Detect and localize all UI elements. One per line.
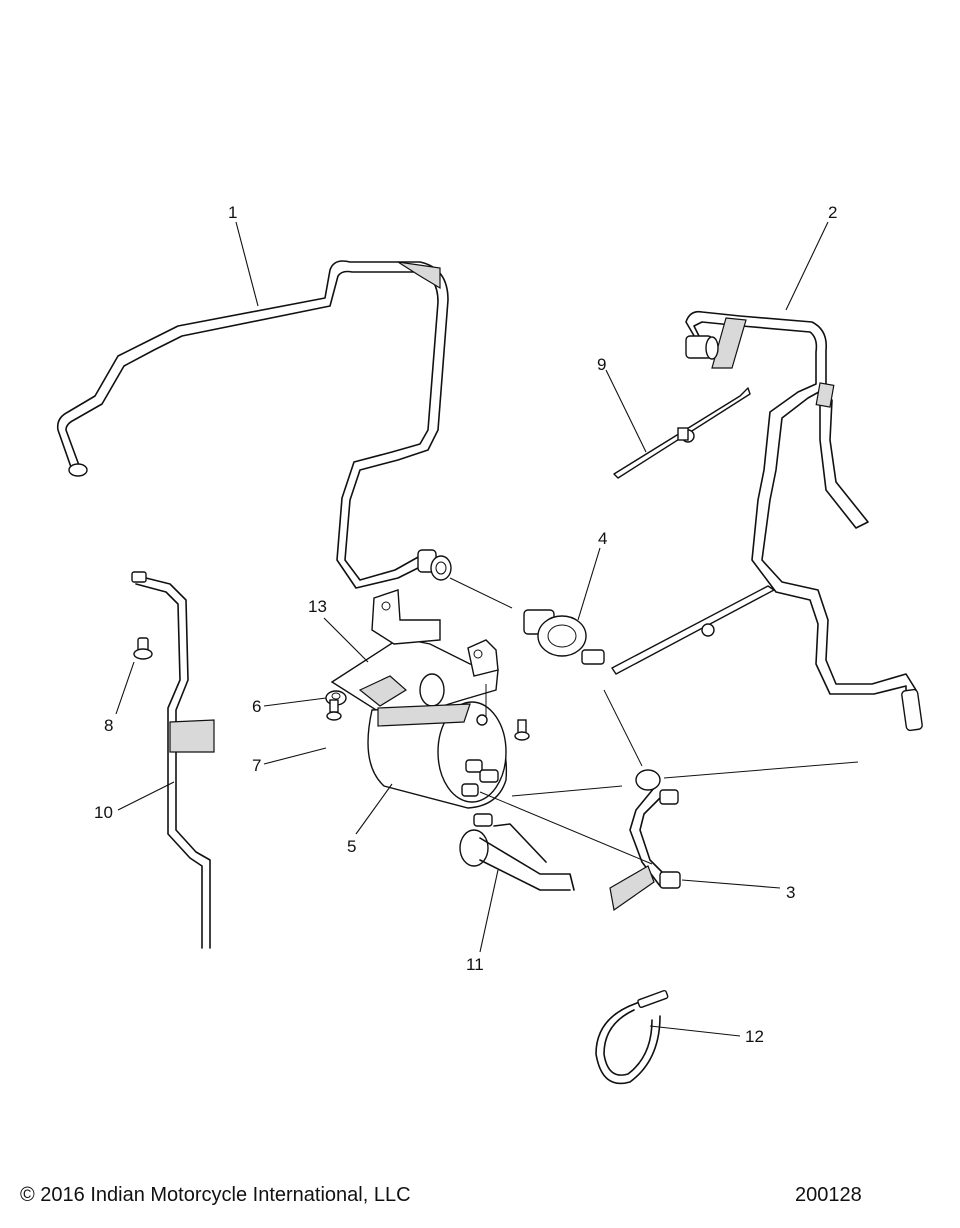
bolt-part-8 xyxy=(133,637,153,660)
callout-1: 1 xyxy=(228,203,237,222)
hose-part-3 xyxy=(609,769,681,912)
copyright-notice: © 2016 Indian Motorcycle International, … xyxy=(20,1184,411,1206)
hose-part-10 xyxy=(131,571,215,949)
callout-3: 3 xyxy=(786,883,795,902)
callout-9: 9 xyxy=(597,355,606,374)
purge-valve-part-4 xyxy=(523,609,605,665)
routing-lines xyxy=(449,577,859,865)
callout-10: 10 xyxy=(94,803,113,822)
callout-7: 7 xyxy=(252,756,261,775)
callout-5: 5 xyxy=(347,837,356,856)
diagram-number: 200128 xyxy=(795,1184,862,1206)
callout-4: 4 xyxy=(598,529,607,548)
callout-11: 11 xyxy=(466,955,484,974)
callout-13: 13 xyxy=(308,597,327,616)
bolt-right xyxy=(514,719,530,741)
callout-8: 8 xyxy=(104,716,113,735)
cable-tie-part-9 xyxy=(613,387,751,479)
hose-part-2 xyxy=(685,310,923,732)
bracket-part-13 xyxy=(330,589,499,721)
cable-tie-lower xyxy=(611,585,775,675)
hose-part-11 xyxy=(459,823,575,891)
clamp-part-12 xyxy=(595,989,669,1085)
hose-fitting xyxy=(417,549,452,581)
callout-2: 2 xyxy=(828,203,837,222)
canister-part-5 xyxy=(367,701,508,827)
bolt-part-7 xyxy=(326,699,342,721)
hose-part-1 xyxy=(56,260,452,589)
callout-leaders xyxy=(115,221,829,1037)
callout-6: 6 xyxy=(252,697,261,716)
callout-12: 12 xyxy=(745,1027,764,1046)
callout-labels: 1 2 3 4 5 6 7 8 9 10 11 12 13 xyxy=(94,203,837,1046)
